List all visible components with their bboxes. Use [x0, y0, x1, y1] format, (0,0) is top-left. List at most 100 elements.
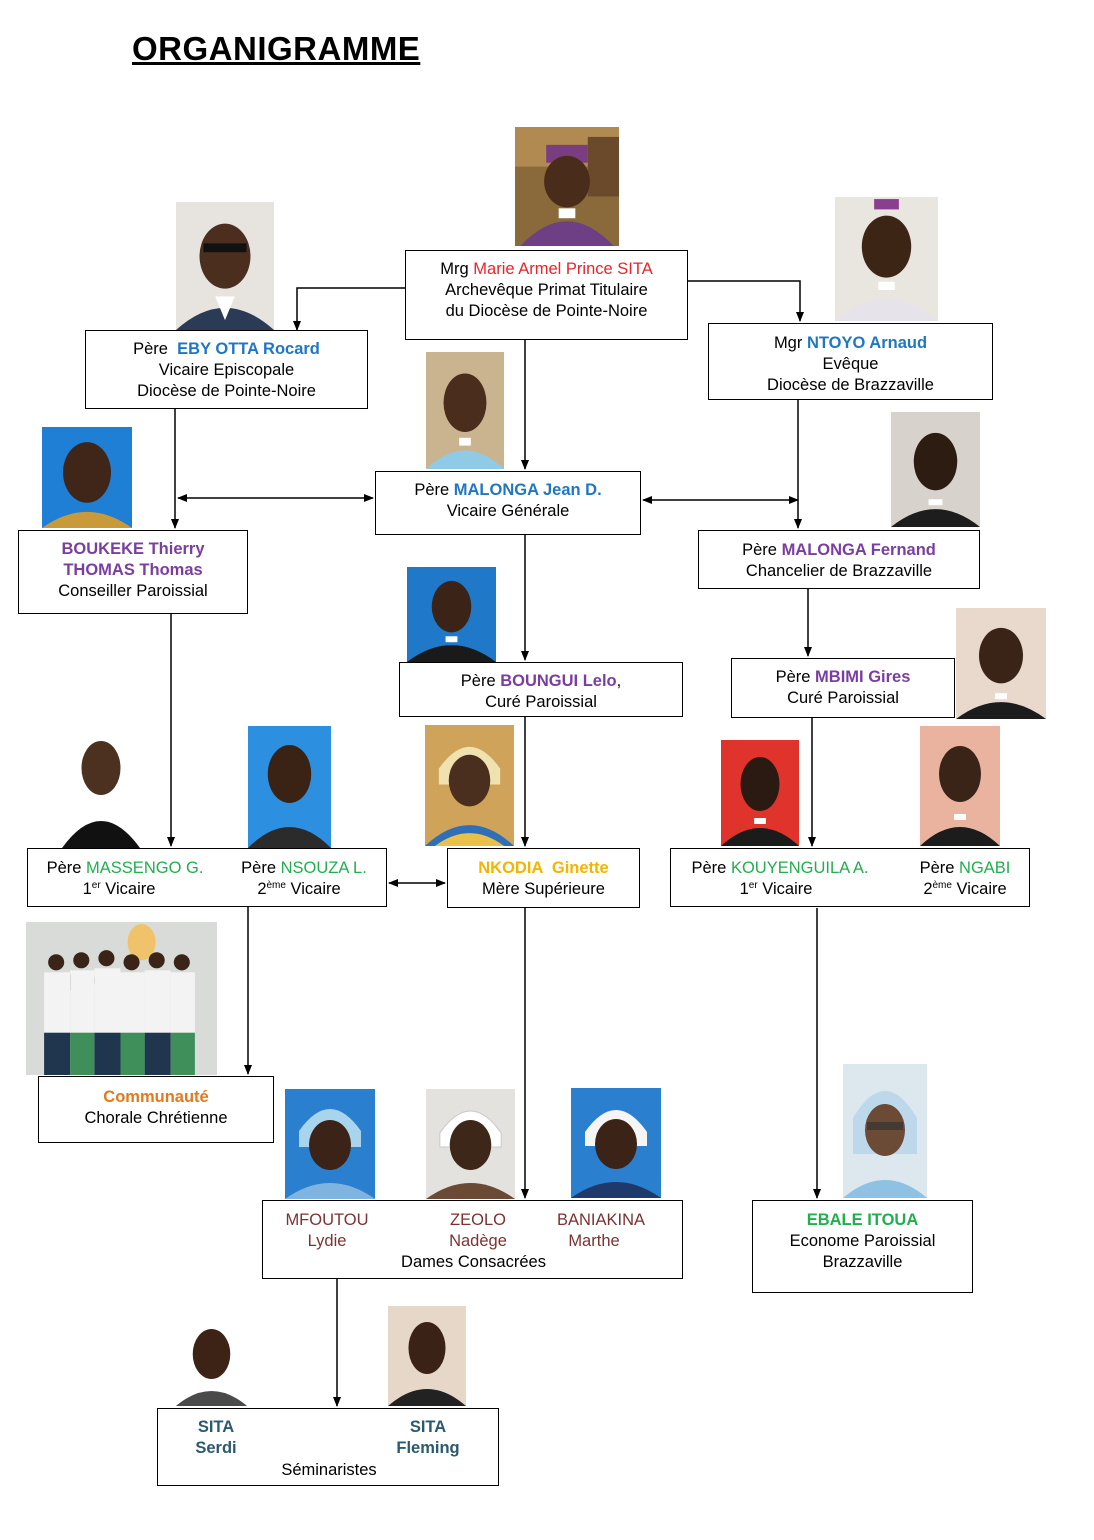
dame-mfoutou-firstname: Lydie	[307, 1232, 347, 1250]
node-archbishop: Mrg Marie Armel Prince SITA Archevêque P…	[405, 250, 688, 340]
connector-archbishop-bishop	[688, 280, 804, 322]
dame-mfoutou-surname: MFOUTOU	[285, 1211, 369, 1229]
photo-boungui	[407, 567, 496, 662]
photo-baniakina	[571, 1088, 661, 1198]
vicaire-kouyenguila-name: KOUYENGUILA A.	[730, 859, 869, 877]
dames-caption: Dames Consacrées	[401, 1253, 546, 1271]
node-chancelier: Père MALONGA Fernand Chancelier de Brazz…	[698, 530, 980, 589]
node-conseiller-name1: BOUKEKE Thierry	[61, 540, 205, 558]
node-cure-boungui-name: BOUNGUI Lelo	[500, 672, 617, 690]
photo-ngabi	[920, 726, 1000, 846]
vicaire-kouyenguila-prefix: Père	[691, 859, 727, 877]
node-conseiller-name2: THOMAS Thomas	[63, 561, 203, 579]
vicaire-ngabi-name: NGABI	[959, 859, 1011, 877]
photo-eby-otta	[176, 202, 274, 330]
node-econome-name: EBALE ITOUA	[806, 1211, 919, 1229]
vicaire-nsouza-num: 2	[257, 880, 267, 898]
node-archbishop-diocese: du Diocèse de Pointe-Noire	[445, 302, 648, 320]
vicaire-nsouza-prefix: Père	[241, 859, 277, 877]
seminariste-serdi-firstname: Serdi	[195, 1439, 237, 1457]
node-mere-superieure-name: NKODIA Ginette	[478, 859, 609, 877]
node-cure-mbimi-role: Curé Paroissial	[787, 689, 899, 707]
node-communaute-role: Chorale Chrétienne	[84, 1109, 228, 1127]
node-bishop-prefix: Mgr	[773, 334, 803, 352]
node-vicaire-episcopal-diocese: Diocèse de Pointe-Noire	[137, 382, 316, 400]
dame-zeolo: ZEOLO Nadège	[418, 1210, 538, 1252]
photo-boukeke	[42, 427, 132, 528]
vicaire-kouyenguila-num: 1	[739, 880, 749, 898]
node-vicaire-episcopal-name: EBY OTTA Rocard	[177, 340, 320, 358]
vicaire-nsouza: Père NSOUZA L. 2ème Vicaire	[224, 858, 384, 900]
vicaire-kouyenguila-sup: er	[748, 880, 758, 891]
node-vicaire-episcopal-prefix: Père	[133, 340, 168, 358]
photo-kouyenguila	[721, 740, 799, 846]
node-econome-place: Brazzaville	[822, 1253, 903, 1271]
photo-massengo	[62, 728, 140, 848]
vicaire-nsouza-sup: ème	[266, 880, 286, 891]
node-conseiller-role: Conseiller Paroissial	[58, 582, 208, 600]
connector-archbishop-vicaire-episcopal	[293, 287, 405, 331]
vicaire-kouyenguila-role: Vicaire	[762, 880, 813, 898]
node-cure-boungui-comma: ,	[616, 672, 622, 690]
node-cure-boungui-role: Curé Paroissial	[485, 693, 597, 711]
dame-zeolo-firstname: Nadège	[449, 1232, 507, 1250]
vicaire-massengo-num: 1	[82, 880, 92, 898]
seminariste-serdi-surname: SITA	[197, 1418, 235, 1436]
photo-malonga-jean	[426, 352, 504, 469]
node-econome: EBALE ITOUA Econome Paroissial Brazzavil…	[752, 1200, 973, 1293]
page-title: ORGANIGRAMME	[132, 30, 421, 67]
photo-archbishop	[515, 127, 619, 246]
node-conseiller: BOUKEKE Thierry THOMAS Thomas Conseiller…	[18, 530, 248, 614]
photo-mbimi	[956, 608, 1046, 719]
node-cure-mbimi: Père MBIMI Gires Curé Paroissial	[731, 658, 955, 718]
vicaire-ngabi-sup: ème	[932, 880, 952, 891]
vicaire-massengo-sup: er	[91, 880, 101, 891]
vicaire-kouyenguila: Père KOUYENGUILA A. 1er Vicaire	[673, 858, 887, 900]
photo-sita-fleming	[388, 1306, 466, 1406]
node-dames-consacrees: MFOUTOU Lydie ZEOLO Nadège BANIAKINA Mar…	[262, 1200, 683, 1279]
node-archbishop-role: Archevêque Primat Titulaire	[445, 281, 648, 299]
node-vicaire-general-role: Vicaire Générale	[446, 502, 570, 520]
seminaristes-caption: Séminaristes	[281, 1461, 377, 1479]
node-cure-boungui-prefix: Père	[460, 672, 496, 690]
node-bishop-brazzaville: Mgr NTOYO Arnaud Evêque Diocèse de Brazz…	[708, 323, 993, 400]
seminariste-fleming: SITA Fleming	[378, 1417, 478, 1459]
node-cure-boungui: Père BOUNGUI Lelo, Curé Paroissial	[399, 662, 683, 717]
node-vicaire-episcopal: Père EBY OTTA Rocard Vicaire Episcopale …	[85, 330, 368, 409]
dame-zeolo-surname: ZEOLO	[450, 1211, 506, 1229]
photo-zeolo	[426, 1089, 515, 1199]
photo-malonga-fernand	[891, 412, 980, 527]
vicaire-ngabi-num: 2	[923, 880, 933, 898]
node-communaute: Communauté Chorale Chrétienne	[38, 1076, 274, 1143]
node-bishop-diocese: Diocèse de Brazzaville	[767, 376, 934, 394]
dame-mfoutou: MFOUTOU Lydie	[267, 1210, 387, 1252]
node-cure-mbimi-name: MBIMI Gires	[815, 668, 911, 686]
photo-nkodia	[425, 725, 514, 846]
seminariste-fleming-firstname: Fleming	[396, 1439, 460, 1457]
vicaire-ngabi: Père NGABI 2ème Vicaire	[903, 858, 1027, 900]
photo-nsouza	[248, 726, 331, 848]
vicaire-massengo-role: Vicaire	[105, 880, 156, 898]
node-bishop-role: Evêque	[822, 355, 879, 373]
node-vicaire-general-name: MALONGA Jean D.	[453, 481, 602, 499]
node-vicaire-general: Père MALONGA Jean D. Vicaire Générale	[375, 471, 641, 535]
dame-baniakina: BANIAKINA Marthe	[546, 1210, 656, 1252]
photo-mfoutou	[285, 1089, 375, 1199]
photo-sita-serdi	[170, 1314, 253, 1406]
node-seminaristes: SITA Serdi SITA Fleming Séminaristes	[157, 1408, 499, 1486]
node-bishop-name: NTOYO Arnaud	[806, 334, 928, 352]
vicaire-ngabi-role: Vicaire	[956, 880, 1007, 898]
vicaire-massengo: Père MASSENGO G. 1er Vicaire	[32, 858, 218, 900]
vicaire-nsouza-role: Vicaire	[290, 880, 341, 898]
node-archbishop-name: Marie Armel Prince SITA	[473, 260, 653, 278]
dame-baniakina-surname: BANIAKINA	[556, 1211, 646, 1229]
node-cure-mbimi-prefix: Père	[775, 668, 811, 686]
dame-baniakina-firstname: Marthe	[568, 1232, 620, 1250]
photo-chorale-group	[26, 922, 217, 1075]
node-mere-superieure-role: Mère Supérieure	[482, 880, 605, 898]
node-archbishop-prefix: Mrg	[440, 260, 469, 278]
node-vicaires-right: Père KOUYENGUILA A. 1er Vicaire Père NGA…	[670, 848, 1030, 907]
seminariste-fleming-surname: SITA	[409, 1418, 447, 1436]
node-communaute-name: Communauté	[103, 1088, 209, 1106]
node-econome-role: Econome Paroissial	[789, 1232, 936, 1250]
